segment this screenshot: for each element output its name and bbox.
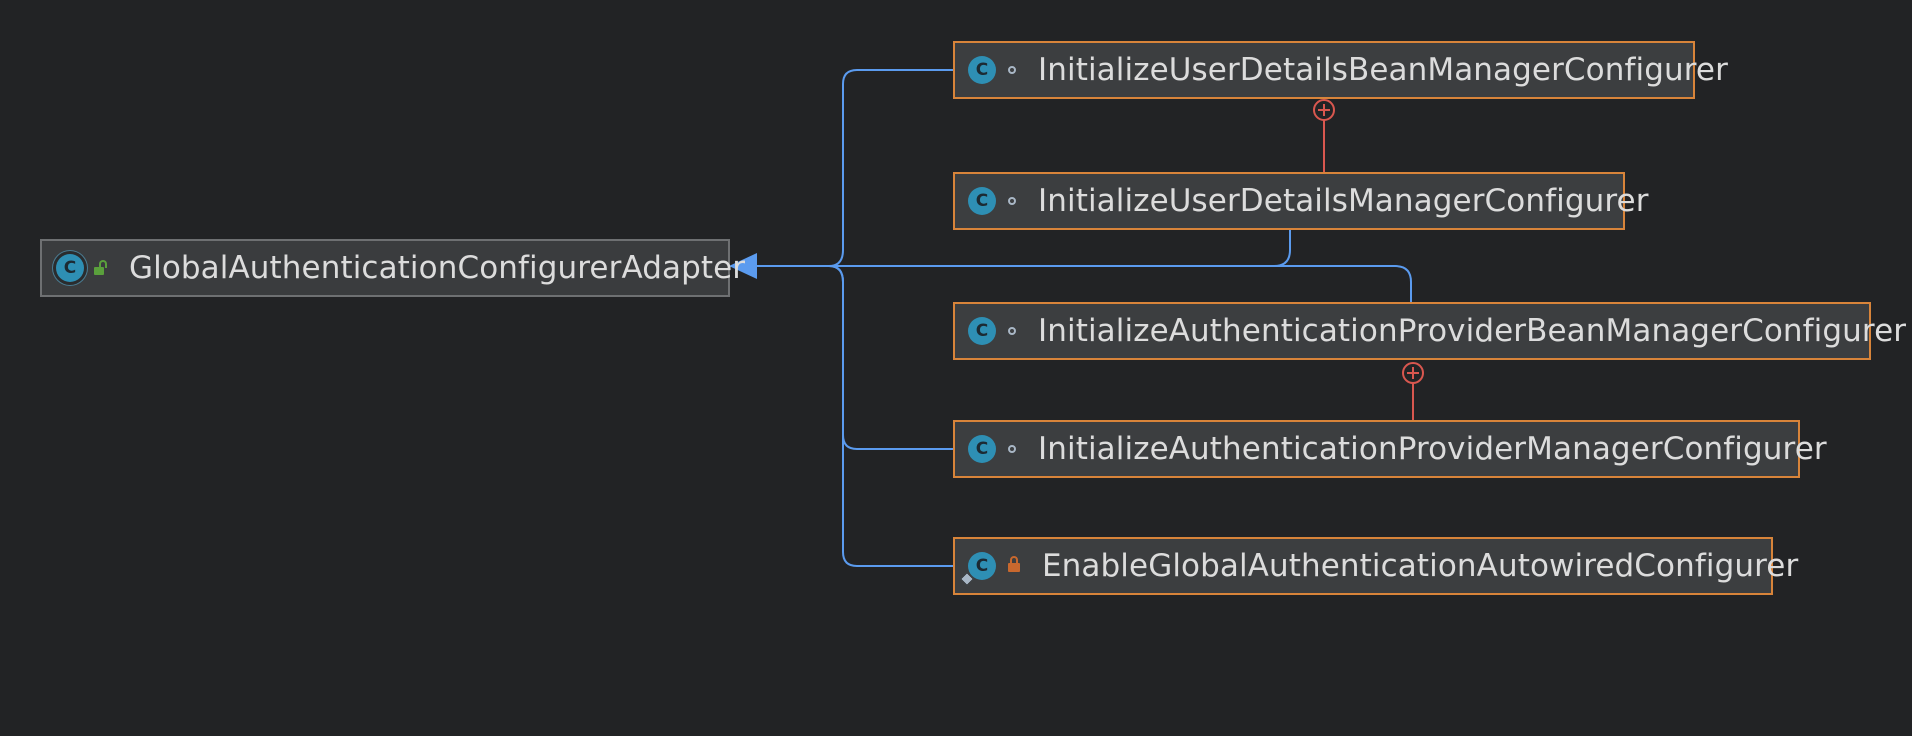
- nested-marker-2: [1402, 362, 1424, 384]
- package-visibility-icon: [1008, 445, 1016, 453]
- static-badge-icon: [959, 571, 975, 587]
- node-label: InitializeAuthenticationProviderManagerC…: [1038, 431, 1827, 467]
- class-icon: C: [968, 187, 996, 215]
- node-class-2[interactable]: C InitializeUserDetailsManagerConfigurer: [953, 172, 1648, 230]
- node-class-4[interactable]: C InitializeAuthenticationProviderManage…: [953, 420, 1827, 478]
- nested-marker-1: [1313, 99, 1335, 121]
- node-root-class[interactable]: C GlobalAuthenticationConfigurerAdapter: [40, 239, 745, 297]
- class-icon: C: [968, 435, 996, 463]
- node-class-1[interactable]: C InitializeUserDetailsBeanManagerConfig…: [953, 41, 1728, 99]
- edge-inherit-3: [735, 265, 1412, 302]
- inheritance-arrowhead: [729, 253, 757, 279]
- node-label: InitializeAuthenticationProviderBeanMana…: [1038, 313, 1907, 349]
- node-class-3[interactable]: C InitializeAuthenticationProviderBeanMa…: [953, 302, 1906, 360]
- public-visibility-icon: [94, 259, 107, 275]
- abstract-class-icon: C: [56, 254, 84, 282]
- package-visibility-icon: [1008, 327, 1016, 335]
- node-class-5[interactable]: C EnableGlobalAuthenticationAutowiredCon…: [953, 537, 1798, 595]
- edge-inherit-4: [735, 265, 955, 450]
- package-visibility-icon: [1008, 66, 1016, 74]
- class-icon: C: [959, 552, 996, 587]
- edge-inherit-1: [735, 69, 955, 267]
- node-label: InitializeUserDetailsBeanManagerConfigur…: [1038, 52, 1728, 88]
- edge-inherit-2: [735, 230, 1291, 267]
- class-icon: C: [968, 56, 996, 84]
- node-label: InitializeUserDetailsManagerConfigurer: [1038, 183, 1649, 219]
- node-label: EnableGlobalAuthenticationAutowiredConfi…: [1042, 548, 1799, 584]
- package-visibility-icon: [1008, 197, 1016, 205]
- private-visibility-icon: [1008, 556, 1020, 572]
- node-label: GlobalAuthenticationConfigurerAdapter: [129, 250, 746, 286]
- edge-inherit-5: [828, 265, 955, 567]
- class-icon: C: [968, 317, 996, 345]
